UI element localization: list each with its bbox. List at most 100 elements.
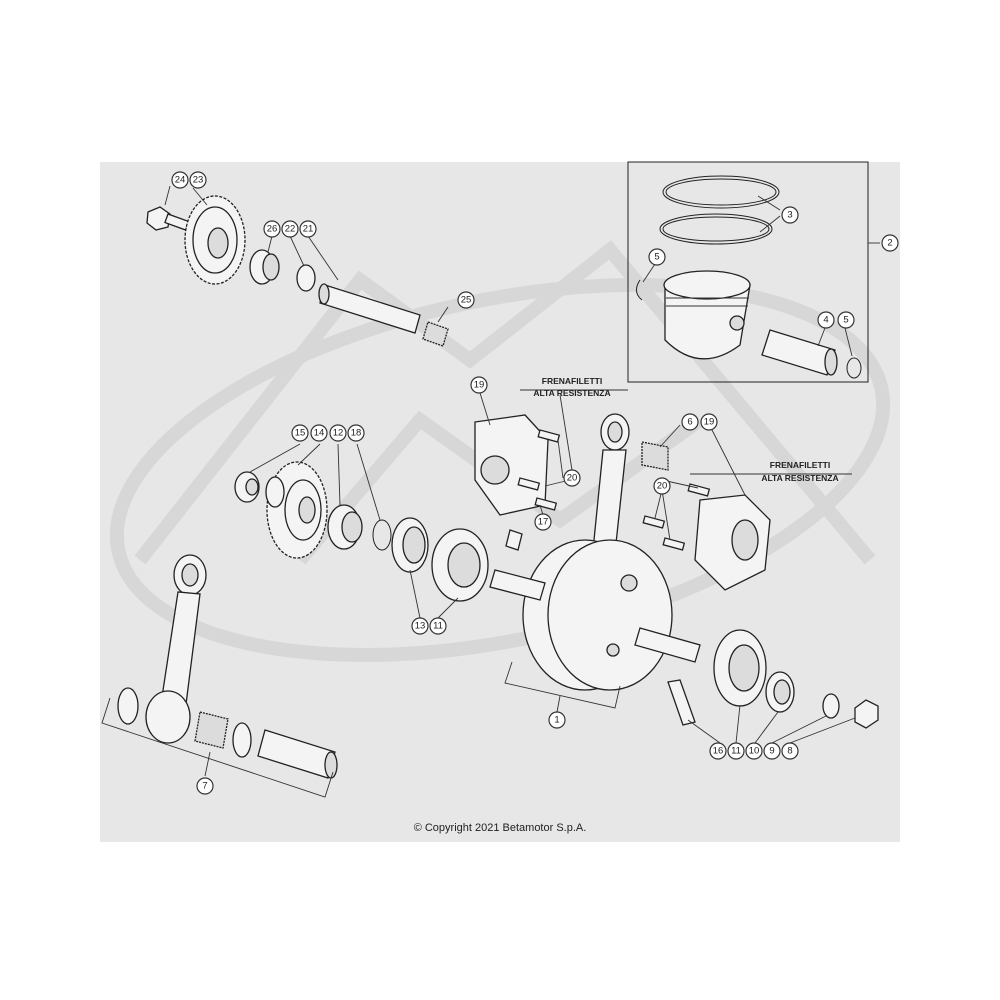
svg-text:20: 20	[657, 481, 668, 492]
svg-text:25: 25	[461, 295, 472, 306]
oil-seal-13	[391, 517, 429, 573]
callout-22: 22	[281, 220, 299, 238]
piston	[663, 270, 751, 360]
piston-ring-second	[659, 213, 773, 245]
crankshaft	[489, 539, 701, 691]
svg-text:5: 5	[654, 252, 659, 263]
callout-18: 18	[347, 424, 365, 442]
callout-20-left: 20	[563, 469, 581, 487]
callout-13: 13	[411, 617, 429, 635]
svg-text:18: 18	[351, 428, 362, 439]
callout-23: 23	[189, 171, 207, 189]
svg-text:7: 7	[202, 781, 207, 792]
callout-21: 21	[299, 220, 317, 238]
bolt-24	[146, 206, 190, 231]
svg-text:3: 3	[787, 210, 792, 221]
svg-text:10: 10	[749, 746, 760, 757]
small-end-bearing-6	[641, 441, 669, 471]
note-threadlock-1-line2: ALTA RESISTENZA	[533, 388, 610, 398]
callout-8: 8	[781, 742, 799, 760]
callout-20-right: 20	[653, 477, 671, 495]
callout-16: 16	[709, 742, 727, 760]
key-16	[667, 679, 696, 726]
callout-25: 25	[457, 291, 475, 309]
svg-text:19: 19	[704, 417, 715, 428]
callout-10: 10	[745, 742, 763, 760]
callout-3: 3	[781, 206, 799, 224]
o-ring-18	[372, 519, 392, 551]
callout-2: 2	[881, 234, 899, 252]
callout-5-left: 5	[648, 248, 666, 266]
svg-text:6: 6	[687, 417, 692, 428]
plate-19-right	[694, 494, 771, 591]
piston-ring-top	[662, 175, 780, 209]
svg-text:23: 23	[193, 175, 204, 186]
svg-text:12: 12	[333, 428, 344, 439]
callout-5-right: 5	[837, 311, 855, 329]
plate-19-left	[474, 414, 549, 516]
bearing-11-right	[713, 629, 767, 707]
nut-8	[854, 699, 879, 729]
callout-19-left: 19	[470, 376, 488, 394]
conrod-kit-7	[117, 554, 338, 779]
spacer-22	[296, 264, 316, 292]
bearing-26	[249, 249, 280, 285]
screws-20	[517, 429, 711, 551]
svg-text:9: 9	[769, 746, 774, 757]
nut-15	[234, 471, 260, 503]
callout-9: 9	[763, 742, 781, 760]
svg-text:21: 21	[303, 224, 314, 235]
svg-text:20: 20	[567, 473, 578, 484]
svg-text:4: 4	[823, 315, 828, 326]
callout-26: 26	[263, 220, 281, 238]
svg-text:19: 19	[474, 380, 485, 391]
gear-23	[184, 195, 246, 285]
svg-text:16: 16	[713, 746, 724, 757]
piston-group-box	[627, 161, 869, 383]
callout-19-right: 19	[700, 413, 718, 431]
piston-pin-clip-right	[846, 357, 862, 379]
callout-24: 24	[171, 171, 189, 189]
callout-6: 6	[681, 413, 699, 431]
callout-4: 4	[817, 311, 835, 329]
svg-text:26: 26	[267, 224, 278, 235]
gear-hub	[265, 476, 285, 508]
note-threadlock-2-line2: ALTA RESISTENZA	[761, 473, 838, 483]
needle-bearing-25	[422, 321, 449, 347]
washer-9	[822, 693, 840, 719]
svg-text:14: 14	[314, 428, 325, 439]
svg-text:24: 24	[175, 175, 186, 186]
svg-text:15: 15	[295, 428, 306, 439]
svg-text:11: 11	[731, 746, 741, 757]
sleeve-12	[327, 504, 363, 550]
callout-14: 14	[310, 424, 328, 442]
bearing-11-left	[431, 528, 489, 602]
piston-pin-clip-left	[636, 279, 643, 301]
svg-text:1: 1	[554, 715, 559, 726]
copyright-text: © Copyright 2021 Betamotor S.p.A.	[413, 822, 587, 834]
key-17	[505, 529, 523, 551]
callout-15: 15	[291, 424, 309, 442]
piston-pin	[761, 329, 838, 376]
svg-text:17: 17	[538, 517, 549, 528]
callout-17: 17	[534, 513, 552, 531]
svg-text:2: 2	[887, 238, 892, 249]
svg-text:5: 5	[843, 315, 848, 326]
callout-7: 7	[196, 777, 214, 795]
leader-lines	[101, 185, 856, 798]
note-threadlock-1-line1: FRENAFILETTI	[542, 376, 602, 386]
svg-text:11: 11	[433, 621, 443, 632]
callout-1: 1	[548, 711, 566, 729]
svg-text:22: 22	[285, 224, 296, 235]
balancer-shaft-21	[318, 283, 421, 334]
gear-14	[266, 461, 328, 559]
callout-11-right: 11	[727, 742, 745, 760]
callout-11-left: 11	[429, 617, 447, 635]
connecting-rod	[591, 413, 630, 563]
note-threadlock-2-line1: FRENAFILETTI	[770, 460, 830, 470]
oil-seal-10	[765, 671, 795, 713]
svg-text:8: 8	[787, 746, 792, 757]
callout-12: 12	[329, 424, 347, 442]
svg-text:13: 13	[415, 621, 426, 632]
